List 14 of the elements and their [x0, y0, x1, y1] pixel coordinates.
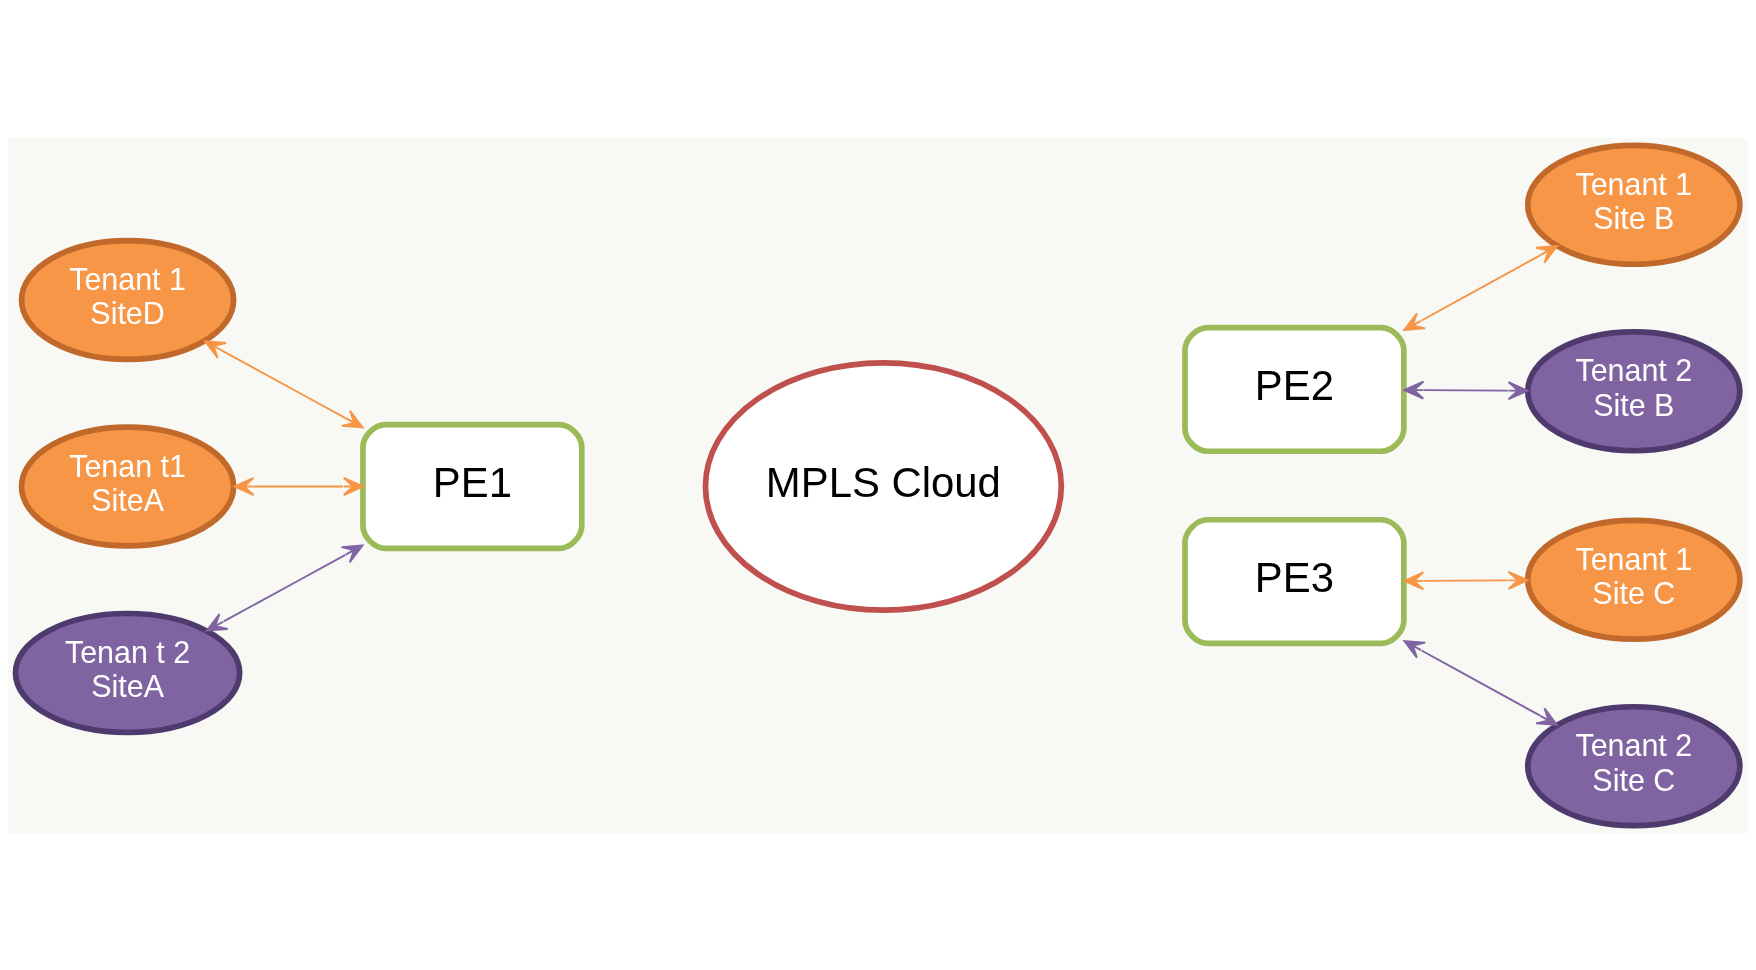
node-box: PE3 — [1182, 516, 1407, 646]
node-ellipse: Tenan t1 SiteA — [18, 423, 237, 549]
arrow — [205, 544, 364, 632]
arrow — [1403, 244, 1558, 331]
arrow — [1403, 639, 1558, 726]
node-ellipse: Tenant 2 Site B — [1524, 328, 1743, 454]
arrow — [1403, 380, 1529, 400]
node-box: PE2 — [1182, 324, 1407, 454]
node-ellipse: Tenant 1 Site C — [1524, 516, 1743, 642]
arrow — [1403, 570, 1529, 590]
node-ellipse: MPLS Cloud — [702, 359, 1065, 613]
node-box: PE1 — [360, 421, 585, 551]
arrow — [204, 339, 364, 428]
arrow — [233, 476, 364, 496]
